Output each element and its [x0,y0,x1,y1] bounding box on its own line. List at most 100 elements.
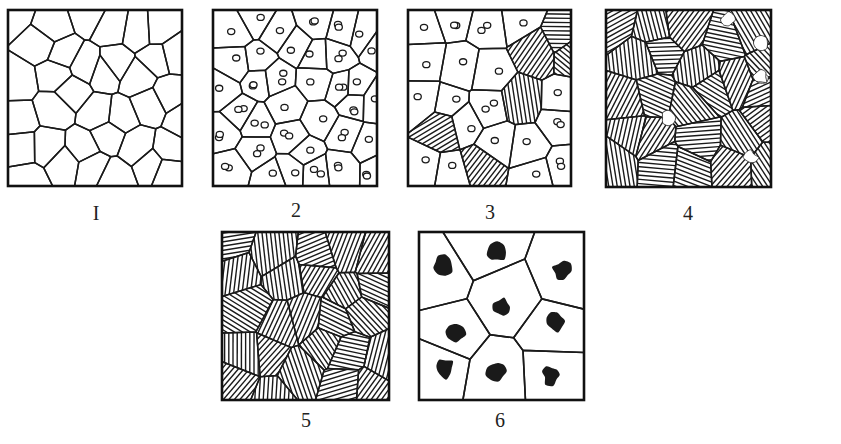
lamella-line [628,136,694,142]
grain-boundary [506,157,553,186]
lamella-line [712,118,742,165]
inclusion-particle [317,171,324,177]
lamella-line [318,290,367,314]
inclusion-particle [453,96,460,102]
lamella-line [640,67,691,69]
lamella-line [652,26,659,90]
grain-boundary [554,41,571,77]
lamella-line [675,132,731,153]
grain-boundary [8,100,40,135]
lamella-line [642,58,693,80]
lamella-line [699,136,738,181]
lamella-line [222,361,256,400]
inclusion-particle [269,170,276,176]
grain-boundary [298,39,327,70]
lamella-line [624,10,636,55]
pearlite-lamellae [439,124,528,186]
lamella-line [347,359,375,398]
lamella-line [612,92,646,146]
grain-boundary [90,55,120,94]
panel-frame [419,232,584,400]
lamella-line [642,127,653,187]
lamella-line [749,142,771,187]
grain-boundary [360,155,377,186]
grain-boundary [631,10,669,42]
inclusion-particle [335,24,342,30]
lamella-line [345,232,373,270]
micrograph-panel [213,10,377,186]
micrograph-panel [222,232,389,400]
lamella-line [312,232,333,268]
lamella-line [224,318,225,385]
grain-boundary [463,335,526,400]
grain-boundary [295,68,333,101]
grain-boundary [435,82,470,116]
grain-boundary [460,144,509,186]
inclusion-particle [557,122,564,128]
grain-boundary [434,10,473,43]
black-phase-particle [492,297,510,315]
lamella-line [702,42,729,100]
grain-boundary [673,146,712,187]
inclusion-particle [251,120,258,126]
grain-boundary [8,132,35,167]
ferrite-island [720,12,735,26]
grain-boundary [324,115,364,152]
grain-boundary [70,40,100,84]
lamella-line [222,350,243,394]
lamella-line [609,132,620,187]
inclusion-particle [320,116,327,122]
grain-boundary [222,332,260,377]
lamella-line [606,56,615,116]
panel-frame [222,232,389,400]
lamella-line [236,318,237,385]
lamella-line [344,318,359,376]
grain-boundary [523,350,584,400]
panel-ground [419,232,584,400]
lamella-line [320,286,369,310]
lamella-line [268,274,293,335]
grain-boundary [751,142,771,187]
lamella-line [500,19,536,71]
grain-boundary [65,124,100,162]
lamella-line [322,283,371,307]
pearlite-lamellae [623,132,695,187]
lamella-line [742,146,771,187]
inclusion-particle [310,166,317,172]
panel-number: I [93,203,100,223]
inclusion-particle [216,85,223,91]
lamella-line [456,137,495,186]
grain-boundary [32,91,76,130]
grain-boundary [264,86,308,125]
lamella-line [222,358,253,400]
lamella-line [645,10,684,35]
lamella-line [658,175,714,187]
grain-boundary [153,74,182,113]
inclusion-particle [339,50,346,56]
lamella-line [269,352,290,400]
inclusion-particle [353,79,360,85]
inclusion-particle [261,122,268,128]
grain-boundary [162,31,182,76]
lamella-line [606,10,637,24]
grain-boundary [322,272,361,309]
lamella-line [606,58,619,118]
lamella-line [319,232,340,271]
lamella-line [689,128,728,173]
black-phase-particle [446,324,467,342]
lamella-line [266,360,270,400]
inclusion-particle [338,135,345,141]
lamella-line [726,89,769,121]
lamella-line [514,71,523,130]
lamella-line [625,129,636,187]
lamella-line [222,320,257,356]
lamella-line [535,67,544,126]
grain-boundary [525,232,584,309]
ferrite-island [662,110,675,126]
grain-boundary [222,362,260,400]
inclusion-particle [423,62,430,68]
grain-boundary [606,136,638,187]
lamella-line [358,260,389,282]
inclusion-particle [422,157,429,163]
lamella-line [531,26,571,28]
